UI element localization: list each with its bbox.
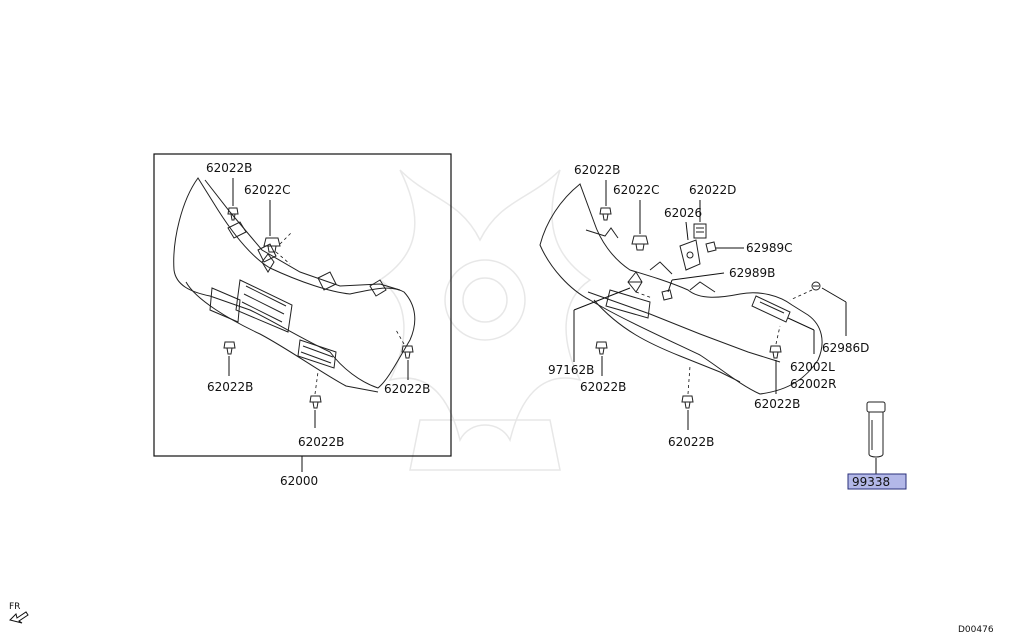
assembly-frame [153, 153, 452, 457]
callout-62022b-left-bottom[interactable]: 62022B [298, 435, 344, 449]
emblem-97162b[interactable] [627, 271, 643, 293]
fastener-62989b[interactable] [661, 289, 673, 301]
clip-62022c-right[interactable] [631, 235, 649, 251]
callout-62989c[interactable]: 62989C [746, 241, 793, 255]
callout-62022b-right-side[interactable]: 62022B [754, 397, 800, 411]
callout-62022b-left-mid[interactable]: 62022B [207, 380, 253, 394]
screw-62986d[interactable] [811, 281, 821, 291]
front-direction-label: FR [9, 602, 20, 612]
callout-99338-highlight[interactable]: 99338 [847, 473, 907, 490]
bracket-62026[interactable] [679, 239, 701, 271]
callout-62000-assembly[interactable]: 62000 [280, 474, 318, 488]
callout-62026[interactable]: 62026 [664, 206, 702, 220]
clip-62022b-right-lower-2[interactable] [681, 395, 694, 409]
callout-62022b-right-lower-1[interactable]: 62022B [580, 380, 626, 394]
callout-62002l[interactable]: 62002L [790, 360, 835, 374]
callout-62022c-right[interactable]: 62022C [613, 183, 660, 197]
callout-62986d[interactable]: 62986D [822, 341, 869, 355]
extension-62002[interactable] [751, 295, 791, 323]
callout-62022b-right-lower-2[interactable]: 62022B [668, 435, 714, 449]
watermark-emblem [378, 169, 592, 471]
callout-97162b[interactable]: 97162B [548, 363, 594, 377]
clip-62022c-left[interactable] [263, 237, 281, 253]
clip-62022b-right-top[interactable] [599, 207, 612, 221]
clip-62022b-left-mid[interactable] [223, 341, 236, 355]
callout-62022b-left-top[interactable]: 62022B [206, 161, 252, 175]
touchup-paint-bottle[interactable] [866, 401, 886, 458]
front-bumper-assembly[interactable] [173, 177, 416, 393]
clip-62022b-right-side[interactable] [769, 345, 782, 359]
direction-arrow-icon [9, 611, 29, 624]
fastener-62989c[interactable] [705, 241, 717, 253]
clip-62022b-right-lower-1[interactable] [595, 341, 608, 355]
diagram-code: D00476 [958, 625, 994, 635]
callout-62022c-left[interactable]: 62022C [244, 183, 291, 197]
callout-62989b[interactable]: 62989B [729, 266, 775, 280]
clip-62022b-left-bottom[interactable] [309, 395, 322, 409]
front-direction-indicator: FR [9, 602, 29, 624]
callout-62022b-left-right[interactable]: 62022B [384, 382, 430, 396]
clip-62022b-left-top[interactable] [227, 207, 239, 221]
callout-62002r[interactable]: 62002R [790, 377, 837, 391]
callout-62022b-right-top[interactable]: 62022B [574, 163, 620, 177]
callout-62022d[interactable]: 62022D [689, 183, 736, 197]
clip-62022b-left-right[interactable] [401, 345, 414, 359]
clip-62022d[interactable] [693, 223, 707, 239]
front-bumper-cover[interactable] [539, 183, 823, 395]
callout-99338[interactable]: 99338 [852, 475, 890, 489]
